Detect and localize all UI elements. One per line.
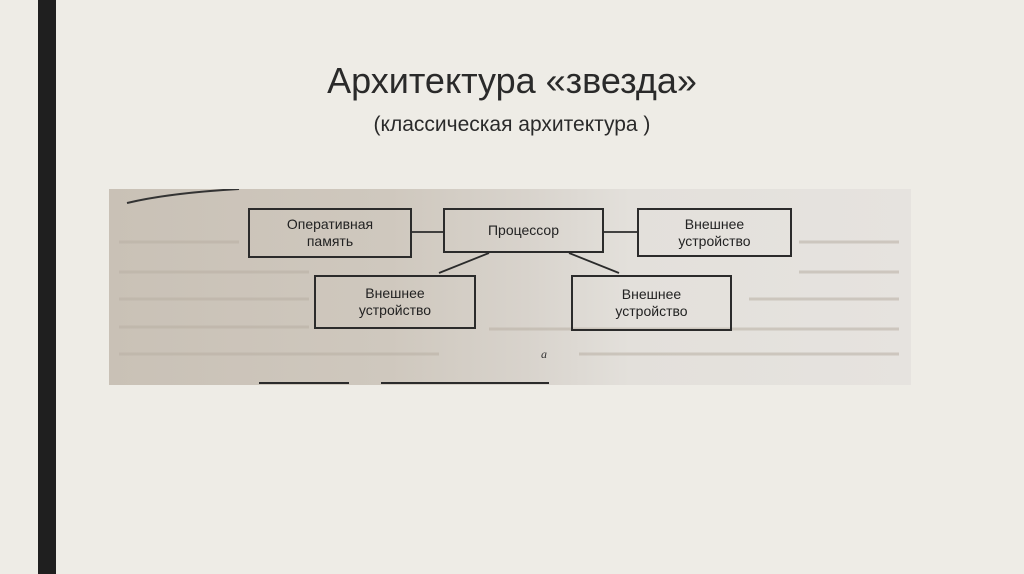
left-accent-bar: [38, 0, 56, 574]
connector-processor-ext-bottom-left: [438, 252, 490, 274]
node-ext-bottom-right: Внешнее устройство: [571, 275, 732, 331]
diagram-photo: Оперативная память Процессор Внешнее уст…: [109, 189, 911, 385]
node-ram: Оперативная память: [248, 208, 412, 258]
node-processor: Процессор: [443, 208, 604, 253]
slide-title: Архитектура «звезда»: [327, 60, 697, 101]
node-ext-bottom-left: Внешнее устройство: [314, 275, 476, 329]
diagram-connectors: [119, 189, 899, 384]
figure-caption: a: [541, 347, 547, 361]
corner-stroke: [126, 189, 240, 204]
connector-processor-ext-bottom-right: [568, 252, 620, 274]
node-ext-right: Внешнее устройство: [637, 208, 792, 257]
slide-subtitle: (классическая архитектура ): [373, 113, 651, 136]
